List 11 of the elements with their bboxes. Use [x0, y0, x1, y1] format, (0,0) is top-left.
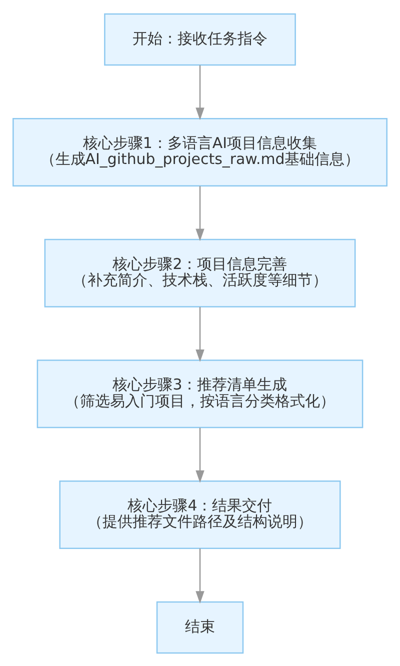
arrow [196, 306, 204, 362]
node-box: 核心步骤1：多语言AI项目信息收集 （生成AI_github_projects_raw.md基础信息） [12, 118, 388, 186]
node-box: 结束 [156, 600, 244, 654]
arrow [196, 548, 204, 604]
arrow [196, 186, 204, 241]
node-box: 核心步骤4：结果交付 （提供推荐文件路径及结构说明） [59, 480, 341, 548]
arrow [196, 427, 204, 482]
node-box: 核心步骤3：推荐清单生成 （筛选易入门项目，按语言分类格式化） [36, 359, 364, 428]
node-box: 开始：接收任务指令 [104, 12, 296, 66]
node-box: 核心步骤2：项目信息完善 （补充简介、技术栈、活跃度等细节） [44, 238, 356, 307]
arrow [196, 64, 204, 120]
